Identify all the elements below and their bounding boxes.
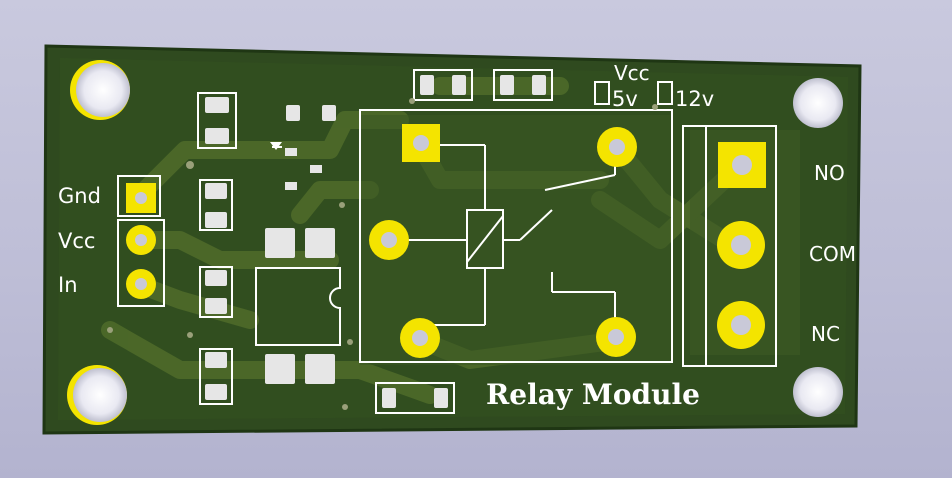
mounting-holes	[67, 60, 843, 425]
smd-components	[205, 75, 546, 408]
vias	[107, 98, 658, 410]
label-gnd: Gnd	[58, 184, 101, 208]
silkscreen-outlines	[117, 69, 777, 414]
label-vcc-select: Vcc	[614, 61, 650, 85]
label-5v: 5v	[612, 87, 638, 111]
label-com: COM	[809, 242, 856, 266]
label-12v: 12v	[675, 87, 714, 111]
mounting-hole-top-right	[793, 78, 843, 128]
label-no: NO	[814, 161, 845, 185]
mounting-hole-bottom-right	[793, 367, 843, 417]
label-in: In	[58, 273, 78, 297]
board-title: Relay Module	[486, 378, 700, 411]
pin1-marker	[270, 142, 282, 150]
label-vcc: Vcc	[58, 229, 95, 253]
terminal-block	[717, 142, 766, 349]
label-nc: NC	[811, 322, 840, 346]
relay-pads	[369, 124, 637, 358]
input-header	[117, 175, 165, 307]
